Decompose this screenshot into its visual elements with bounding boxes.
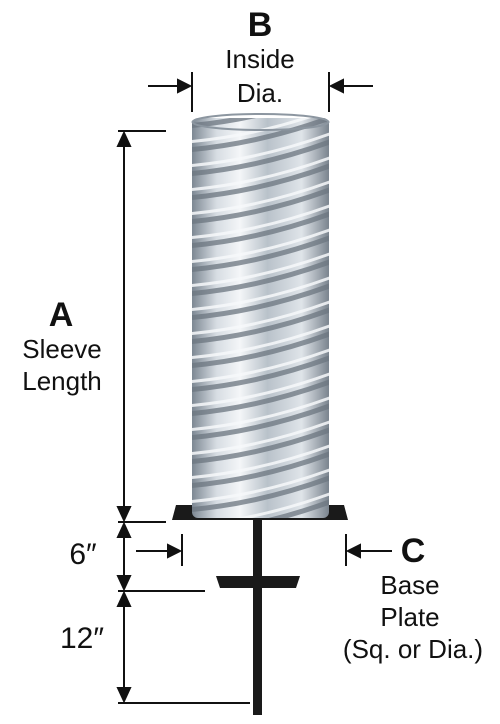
corrugation-rib xyxy=(192,425,329,465)
ground-rod xyxy=(253,515,262,715)
corrugation-rib xyxy=(192,329,329,369)
corrugation-highlight xyxy=(192,394,329,432)
corrugation-rib xyxy=(192,353,329,393)
corrugation-rib xyxy=(192,449,329,489)
corrugation-rib xyxy=(192,377,329,417)
label-c-letter: C xyxy=(400,532,426,570)
corrugation-highlight xyxy=(192,130,329,168)
dimension-6in xyxy=(116,521,205,592)
corrugation-rib xyxy=(192,209,329,249)
sleeve-top-rim xyxy=(191,113,330,131)
corrugation-highlight xyxy=(192,370,329,408)
corrugation-rib xyxy=(192,118,329,129)
corrugation-highlight xyxy=(192,322,329,360)
corrugation-rib xyxy=(192,161,329,201)
corrugation-rib xyxy=(192,233,329,273)
anchor-plate xyxy=(216,576,300,588)
label-a-line2: Length xyxy=(22,366,102,396)
dimension-c xyxy=(136,534,392,566)
corrugation-rib xyxy=(192,257,329,297)
corrugation-rib xyxy=(192,401,329,441)
corrugation-rib xyxy=(192,497,329,518)
corrugation-highlight xyxy=(192,250,329,288)
dimension-12in xyxy=(116,590,250,704)
label-c-line2: Plate xyxy=(380,602,440,632)
label-b-line2: Dia. xyxy=(236,78,284,108)
corrugation-rib xyxy=(192,281,329,321)
label-twelve-inch: 12″ xyxy=(60,622,104,655)
label-a-line1: Sleeve xyxy=(22,334,102,364)
label-b-line1: Inside xyxy=(225,44,295,74)
corrugation-rib xyxy=(192,185,329,225)
corrugation-highlight xyxy=(192,298,329,336)
corrugation-rib xyxy=(192,473,329,513)
corrugation-highlight xyxy=(192,202,329,240)
label-six-inch: 6″ xyxy=(69,538,97,571)
corrugation-highlight xyxy=(192,274,329,312)
dimension-b xyxy=(148,72,373,112)
corrugated-sleeve xyxy=(192,118,329,518)
corrugation-highlight xyxy=(192,442,329,480)
corrugation-rib xyxy=(192,137,329,177)
corrugation-highlight xyxy=(192,466,329,504)
corrugation-rib xyxy=(192,118,329,153)
corrugation-highlight xyxy=(192,178,329,216)
label-b-letter: B xyxy=(247,6,273,44)
corrugation-highlight xyxy=(192,418,329,456)
label-a-letter: A xyxy=(48,296,74,334)
corrugation-highlight xyxy=(192,490,329,518)
corrugation-highlight xyxy=(192,226,329,264)
corrugation-highlight xyxy=(192,154,329,192)
corrugation-rib xyxy=(192,305,329,345)
dimension-a xyxy=(116,130,166,523)
label-c-line1: Base xyxy=(380,570,440,600)
corrugation-highlight xyxy=(192,346,329,384)
label-c-line3: (Sq. or Dia.) xyxy=(342,634,484,664)
